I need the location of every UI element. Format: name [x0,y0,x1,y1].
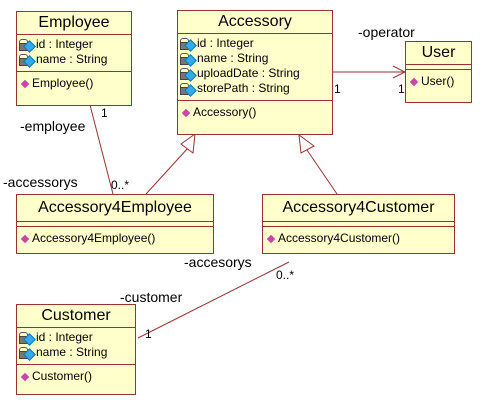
attribute-row: storePath : String [180,81,332,97]
attribute-row: id : Integer [19,37,131,53]
class-user-operations: User() [406,70,471,93]
generalization-arrowhead-a4c [298,133,315,154]
public-operation-icon [20,234,30,243]
private-attribute-icon [19,346,36,361]
private-attribute-icon [180,52,197,67]
class-accessory4customer-title: Accessory4Customer [263,195,454,222]
mult-accessory-user-source: 1 [334,82,341,96]
public-operation-icon [20,372,30,381]
class-employee-attributes: id : Integer name : String [17,35,131,72]
role-accesorys: -accesorys [184,254,252,270]
class-customer-attributes: id : Integer name : String [17,328,135,365]
mult-customer-target: 1 [145,327,152,341]
class-customer-operations: Customer() [17,365,135,388]
class-user[interactable]: User User() [405,41,472,103]
association-a4c-customer [137,261,290,339]
attribute-row: id : Integer [180,36,332,52]
public-operation-icon [409,77,419,86]
private-attribute-icon [19,331,36,346]
attribute-row: id : Integer [19,330,135,346]
class-employee-title: Employee [17,12,131,35]
role-employee: -employee [20,118,86,134]
association-employee-a4e [89,104,114,195]
operation-row: Employee() [19,76,131,91]
mult-a4c-source: 0..* [276,268,295,282]
class-accessory[interactable]: Accessory id : Integer name : String upl… [177,10,333,135]
attribute-row: uploadDate : String [180,66,332,82]
private-attribute-icon [19,53,36,68]
operation-row: Customer() [19,369,135,384]
class-accessory4customer-operations: Accessory4Customer() [263,227,454,250]
class-user-title: User [406,42,471,65]
mult-accessory-user-target: 1 [398,82,405,96]
attribute-row: name : String [19,345,135,361]
class-employee-operations: Employee() [17,72,131,95]
mult-a4e-target: 0..* [111,178,130,192]
public-operation-icon [266,234,276,243]
private-attribute-icon [180,67,197,82]
operation-row: User() [408,74,471,89]
private-attribute-icon [19,38,36,53]
class-user-attributes [406,65,471,70]
class-accessory-operations: Accessory() [178,101,332,124]
role-customer: -customer [120,289,183,305]
class-customer-title: Customer [17,305,135,328]
mult-employee-source: 1 [101,106,108,120]
class-accessory4employee-title: Accessory4Employee [17,195,213,222]
class-accessory4employee[interactable]: Accessory4Employee Accessory4Employee() [16,194,214,254]
class-accessory-attributes: id : Integer name : String uploadDate : … [178,34,332,101]
operation-row: Accessory4Employee() [19,231,213,246]
role-operator: -operator [358,24,415,40]
generalization-a4c-accessory [306,149,338,195]
operation-row: Accessory4Customer() [265,231,454,246]
private-attribute-icon [180,82,197,97]
class-employee[interactable]: Employee id : Integer name : String Empl… [16,11,132,106]
public-operation-icon [181,108,191,117]
class-customer[interactable]: Customer id : Integer name : String Cust… [16,304,136,395]
attribute-row: name : String [19,52,131,68]
operation-row: Accessory() [180,105,332,120]
generalization-arrowhead-a4e [180,132,196,154]
class-accessory4employee-operations: Accessory4Employee() [17,227,213,250]
class-accessory4customer[interactable]: Accessory4Customer Accessory4Customer() [262,194,455,254]
class-accessory4employee-attributes [17,222,213,227]
class-accessory4customer-attributes [263,222,454,227]
public-operation-icon [20,79,30,88]
class-accessory-title: Accessory [178,11,332,34]
attribute-row: name : String [180,51,332,67]
role-accessorys: -accessorys [3,174,78,190]
generalization-a4e-accessory [145,147,189,195]
private-attribute-icon [180,37,197,52]
